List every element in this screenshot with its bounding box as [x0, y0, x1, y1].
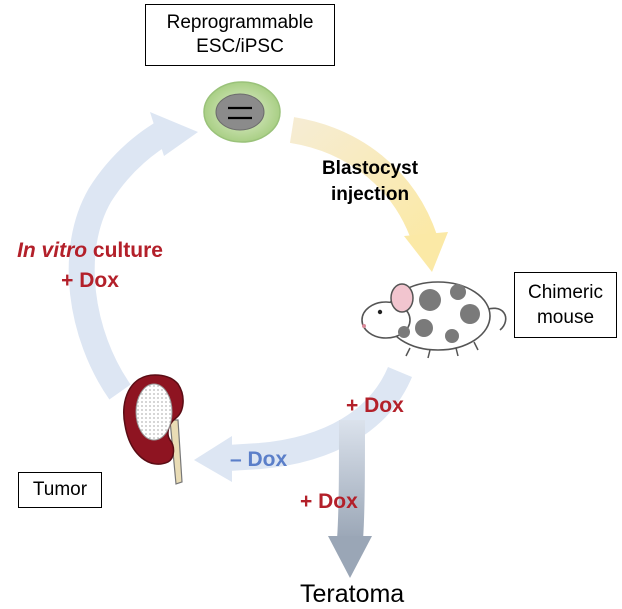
stem-cell-icon [203, 81, 281, 143]
in-vitro-dox: + Dox [61, 269, 119, 292]
blastocyst-injection-arrow [289, 117, 448, 272]
in-vitro-culture-arrow [68, 112, 198, 400]
blastocyst-injection-label: Blastocyst injection [300, 156, 440, 208]
blastocyst-line1: Blastocyst [321, 158, 419, 179]
minus-dox-label: – Dox [230, 448, 288, 471]
kidney-tumor-icon [123, 374, 184, 485]
teratoma-plus-dox-label: + Dox [300, 490, 358, 513]
in-vitro-culture-label: In vitro culture + Dox [0, 236, 180, 296]
teratoma-label: Teratoma [300, 580, 405, 608]
chimeric-mouse-box: Chimeric mouse [514, 272, 617, 338]
tumor-box: Tumor [18, 472, 102, 508]
chimeric-mouse-line1: Chimeric [528, 282, 603, 303]
in-vitro-culture-text: culture [87, 239, 163, 262]
mouse-plus-dox-label: + Dox [346, 394, 404, 417]
teratoma-arrow [328, 419, 372, 578]
chimeric-mouse-icon [361, 281, 507, 359]
cell-type-line2: ESC/iPSC [196, 36, 284, 57]
in-vitro-italic: In vitro [17, 239, 88, 262]
cell-type-box: Reprogrammable ESC/iPSC [145, 4, 335, 66]
tumor-label: Tumor [32, 479, 88, 500]
blastocyst-line2: injection [330, 184, 410, 205]
cell-type-line1: Reprogrammable [166, 12, 314, 33]
chimeric-mouse-line2: mouse [536, 307, 595, 328]
